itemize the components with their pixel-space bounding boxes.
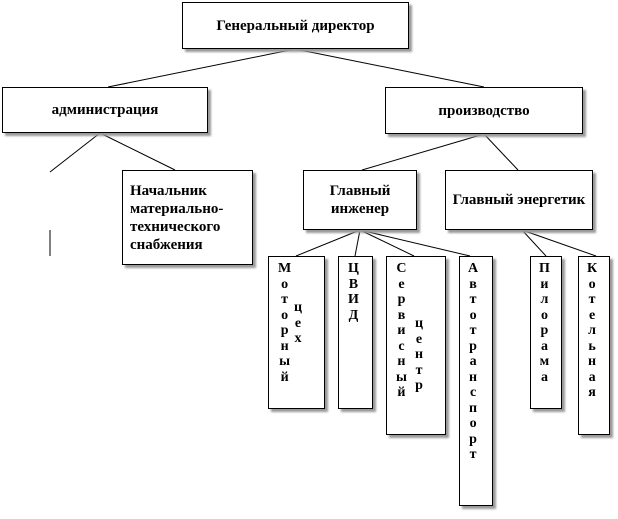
vertical-letter: м xyxy=(539,354,550,369)
vertical-letter: е xyxy=(398,276,405,292)
vertical-letter: о xyxy=(469,307,477,323)
vertical-letter: т xyxy=(415,362,423,378)
vertical-letter: я xyxy=(588,385,596,400)
vertical-letter: в xyxy=(469,276,477,292)
line-production-energetic xyxy=(483,133,519,171)
vertical-letter: е xyxy=(415,331,423,347)
vertical-letter: р xyxy=(280,323,289,338)
line-energetic-boiler xyxy=(521,229,597,257)
vertical-letter: п xyxy=(469,400,478,416)
vertical-letter: н xyxy=(397,354,406,369)
vertical-letter: е xyxy=(588,307,596,323)
vertical-letter: а xyxy=(469,354,477,369)
vertical-letter: и xyxy=(397,323,406,338)
vertical-letter: н xyxy=(469,369,478,385)
vertical-letter: с xyxy=(469,385,477,400)
vertical-letter: а xyxy=(540,369,548,385)
vertical-letter: с xyxy=(398,338,405,354)
vertical-letter: о xyxy=(540,307,548,323)
vertical-letter: р xyxy=(469,431,477,447)
production-label: производство xyxy=(438,102,530,119)
director-label: Генеральный директор xyxy=(216,17,375,34)
vertical-letter: ы xyxy=(279,354,291,369)
vertical-letter: н xyxy=(588,354,597,369)
director-box: Генеральный директор xyxy=(182,2,409,49)
vertical-letter: ц xyxy=(415,316,424,331)
vertical-letter: ы xyxy=(396,369,407,385)
supply-head-box: Начальник материально-технического снабж… xyxy=(122,170,253,265)
vertical-letter: й xyxy=(280,369,289,385)
production-box: производство xyxy=(385,87,583,134)
vertical-letter: р xyxy=(540,323,549,338)
vertical-letter: В xyxy=(348,276,359,292)
line-administration-left xyxy=(49,132,101,173)
vertical-letter: о xyxy=(281,276,289,292)
vertical-letter: т xyxy=(469,447,477,462)
administration-box: администрация xyxy=(2,87,208,133)
chief-energetic-box: Главный энергетик xyxy=(445,170,593,230)
line-director-production xyxy=(294,48,485,88)
line-production-engineer xyxy=(361,133,485,171)
vertical-letter: р xyxy=(415,378,423,393)
vertical-letter: А xyxy=(468,261,479,276)
vertical-letter: х xyxy=(294,331,302,346)
line-engineer-service xyxy=(359,229,415,257)
vertical-letter: И xyxy=(348,292,359,307)
vertical-letter: р xyxy=(397,292,406,307)
vertical-letter: а xyxy=(588,369,596,385)
supply-head-label: Начальник материально-технического снабж… xyxy=(130,182,224,253)
line-engineer-motor xyxy=(295,229,361,257)
vertical-letter: т xyxy=(469,292,477,307)
vertical-letter: а xyxy=(540,338,548,354)
vertical-letter: ц xyxy=(294,300,303,315)
chief-energetic-label: Главный энергетик xyxy=(452,192,586,208)
chief-engineer-box: Главный инженер xyxy=(303,170,417,230)
line-administration-supply xyxy=(99,132,176,171)
vertical-letter: М xyxy=(278,261,292,276)
vertical-letter: П xyxy=(539,261,550,276)
vertical-letter: ь xyxy=(588,338,596,354)
vertical-letter: е xyxy=(294,315,302,331)
vertical-letter: р xyxy=(469,338,477,354)
vertical-letter: т xyxy=(281,292,289,307)
vertical-letter: о xyxy=(588,276,596,292)
vertical-letter: и xyxy=(540,276,549,292)
vertical-letter: Д xyxy=(348,307,359,323)
vertical-letter: Ц xyxy=(348,261,359,276)
chief-engineer-label: Главный инженер xyxy=(329,183,391,217)
vertical-letter: т xyxy=(588,292,596,307)
administration-label: администрация xyxy=(51,102,159,118)
line-director-administration xyxy=(107,48,296,88)
vertical-letter: С xyxy=(396,261,407,276)
vertical-letter: К xyxy=(587,261,598,276)
line-energetic-sawmill xyxy=(521,229,547,257)
vertical-letter: й xyxy=(397,385,406,400)
vertical-letter: т xyxy=(469,323,477,338)
vertical-letter: н xyxy=(415,347,424,362)
line-engineer-transport xyxy=(359,229,471,257)
vertical-letter: л xyxy=(588,323,596,338)
vertical-letter: о xyxy=(469,416,477,431)
vertical-letter: л xyxy=(540,292,549,307)
vertical-letter: н xyxy=(280,338,289,354)
vertical-letter: о xyxy=(281,307,289,323)
line-engineer-tsvid xyxy=(354,229,361,257)
vertical-letter: в xyxy=(397,307,406,323)
